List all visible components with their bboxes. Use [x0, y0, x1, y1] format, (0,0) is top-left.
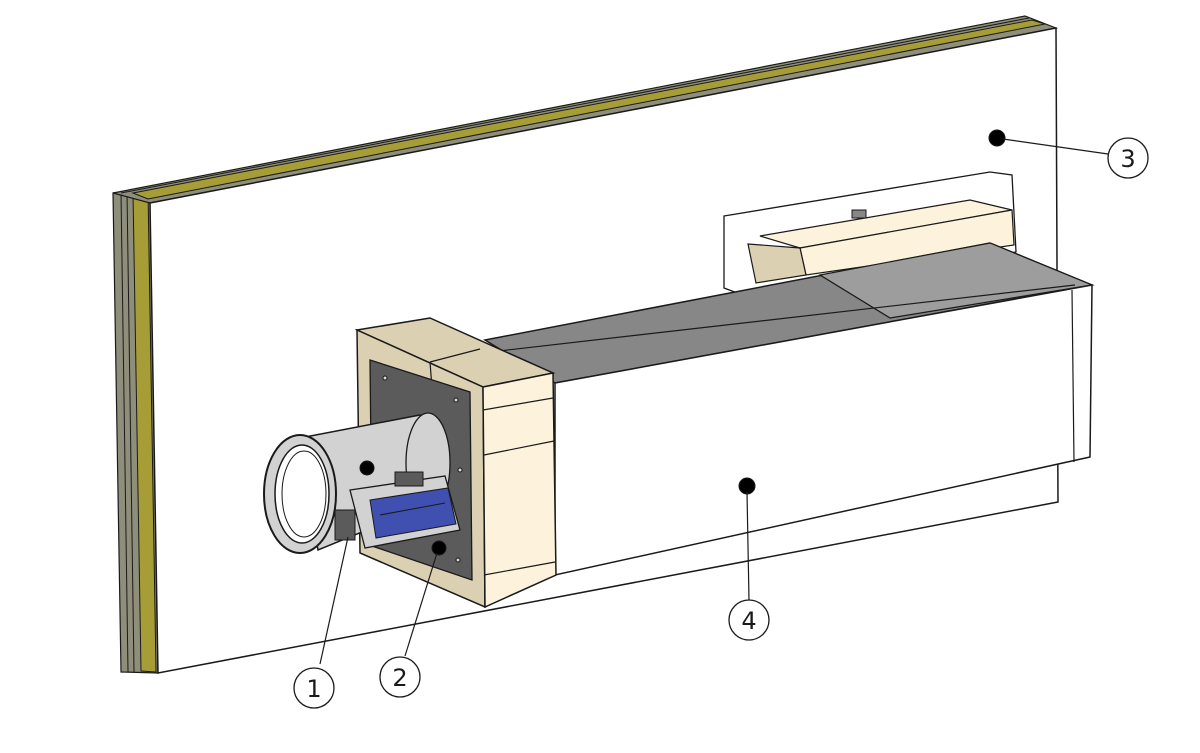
plate-screw [382, 375, 388, 381]
duct-top-edge [489, 284, 1076, 353]
plate-screw [457, 467, 463, 473]
collar-seam [482, 397, 554, 411]
duct-sleeve-insulation-side [747, 243, 807, 284]
callout-3-label: 3 [1120, 145, 1135, 173]
rectangular-duct [482, 171, 1095, 576]
leader-line-2 [404, 552, 438, 657]
round-damper [263, 412, 461, 554]
callout-point-1 [359, 460, 375, 476]
wall-edge-line [120, 192, 129, 673]
collar-front-face [482, 372, 557, 609]
actuator-panel [369, 487, 457, 539]
leader-line-3 [1002, 138, 1109, 155]
plate-screw [453, 397, 459, 403]
leader-line-1 [319, 536, 349, 665]
callout-4-circle-icon [728, 599, 770, 641]
damper-spigot-inner-ring [281, 450, 327, 538]
duct-front-edge [1071, 289, 1075, 463]
callouts: 1 2 3 4 [293, 129, 1149, 709]
wall-core-top [131, 19, 1046, 200]
damper-spigot-opening [274, 444, 330, 544]
callout-4-label: 4 [741, 607, 756, 635]
callout-point-4 [738, 477, 756, 495]
collar-seam [429, 348, 481, 363]
callout-2-circle-icon [379, 656, 421, 698]
wall-edge-line [126, 191, 135, 673]
leader-line-4 [746, 491, 750, 601]
callout-3-circle-icon [1107, 137, 1149, 179]
actuator-detail [379, 502, 446, 516]
callout-1-circle-icon [293, 667, 335, 709]
callout-point-3 [988, 129, 1006, 147]
callout-2-label: 2 [392, 664, 407, 692]
actuator-bracket [334, 509, 356, 541]
collar-seam [483, 440, 555, 456]
duct-sleeve-bracket [851, 209, 867, 219]
wall-top-line [120, 17, 1030, 194]
plate-screw [455, 557, 461, 563]
callout-1-label: 1 [306, 675, 321, 703]
collar-seam [483, 561, 556, 576]
callout-point-2 [431, 540, 447, 556]
actuator-lever [394, 471, 424, 487]
